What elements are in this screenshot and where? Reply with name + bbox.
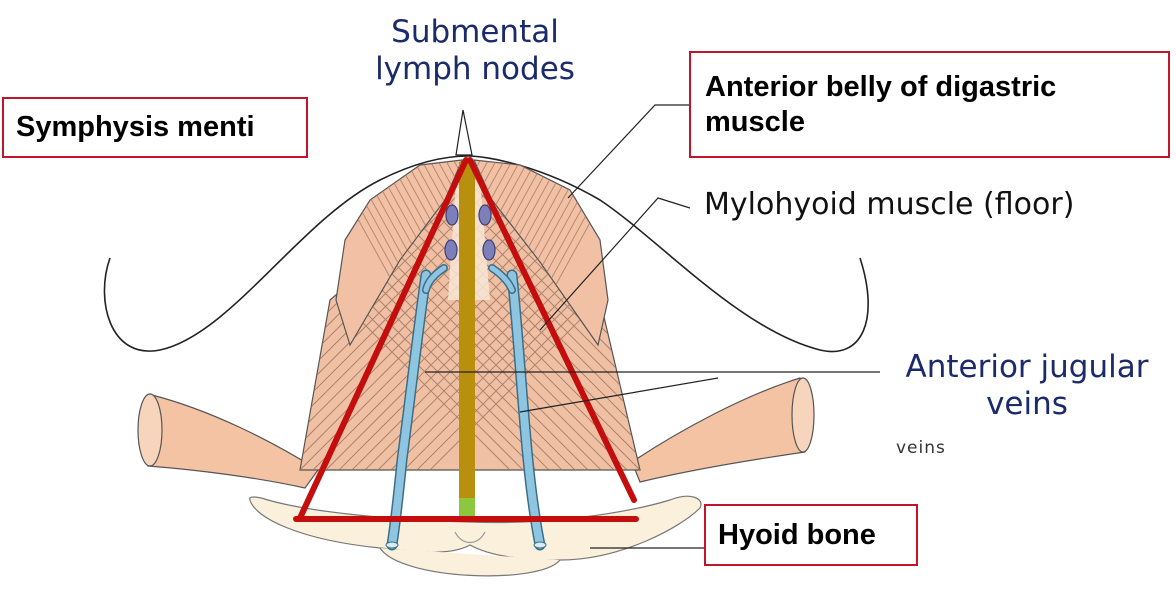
veins-original-text: veins — [896, 438, 946, 458]
anterior-belly-line2: muscle — [705, 105, 805, 138]
hyoid-bone-shape — [249, 495, 702, 561]
submental-lymph-nodes-line2: lymph nodes — [375, 51, 575, 88]
symphysis-menti-label: Symphysis menti — [2, 97, 308, 158]
veins-original-label: veins — [896, 438, 946, 458]
submental-lymph-nodes-line1: Submental — [391, 14, 559, 50]
mylohyoid-fibre — [0, 140, 266, 560]
symphysis-menti-text: Symphysis menti — [16, 111, 255, 144]
submental-lymph-nodes — [444, 204, 496, 261]
mylohyoid-fibre — [300, 160, 371, 470]
right-belly-fibre — [474, 160, 543, 345]
anterior-belly-line1: Anterior belly of digastric — [705, 70, 1057, 103]
left-belly-fibre — [399, 160, 462, 345]
left-belly-fibre — [407, 160, 462, 345]
midline-bar — [459, 162, 475, 502]
mylohyoid-muscle-label: Mylohyoid muscle (floor) — [704, 187, 1074, 223]
submental-triangle-outline — [293, 157, 639, 522]
mylohyoid-fibre — [0, 140, 253, 560]
hyoid-bone-text: Hyoid bone — [718, 518, 876, 551]
anterior-jugular-line1: Anterior jugular — [905, 349, 1149, 385]
right-belly-fibre — [474, 160, 535, 345]
mylohyoid-fibre — [300, 160, 345, 470]
mylohyoid-muscle-text: Mylohyoid muscle (floor) — [704, 187, 1075, 222]
right-lateral-muscle — [631, 377, 815, 483]
anterior-belly-digastric-label: Anterior belly of digastric muscle — [689, 51, 1170, 158]
mylohyoid-fibre — [300, 160, 358, 470]
left-lateral-muscle — [137, 393, 319, 489]
mylohyoid-fibre — [300, 160, 601, 470]
mylohyoid-fibre — [0, 140, 292, 560]
leader-lines — [425, 104, 880, 549]
hyoid-bone-label: Hyoid bone — [704, 504, 918, 566]
anterior-jugular-veins-label: Anterior jugular veins — [893, 349, 1161, 423]
right-belly-fibre — [474, 160, 519, 345]
mandible-outline — [103, 155, 869, 353]
mylohyoid-fibre — [300, 160, 332, 470]
left-belly-fibre — [415, 160, 462, 345]
mylohyoid-fibre — [300, 160, 640, 470]
midline-bar-base — [459, 498, 475, 516]
left-belly-fibre — [391, 160, 462, 345]
mylohyoid-fibre — [300, 160, 614, 470]
mylohyoid-fibre — [339, 160, 640, 470]
mylohyoid-fibre — [326, 160, 640, 470]
right-belly-fibre — [474, 160, 527, 345]
submental-lymph-nodes-label: Submental lymph nodes — [368, 14, 582, 88]
mylohyoid-fibre — [300, 160, 640, 470]
anterior-jugular-line2: veins — [986, 386, 1068, 423]
